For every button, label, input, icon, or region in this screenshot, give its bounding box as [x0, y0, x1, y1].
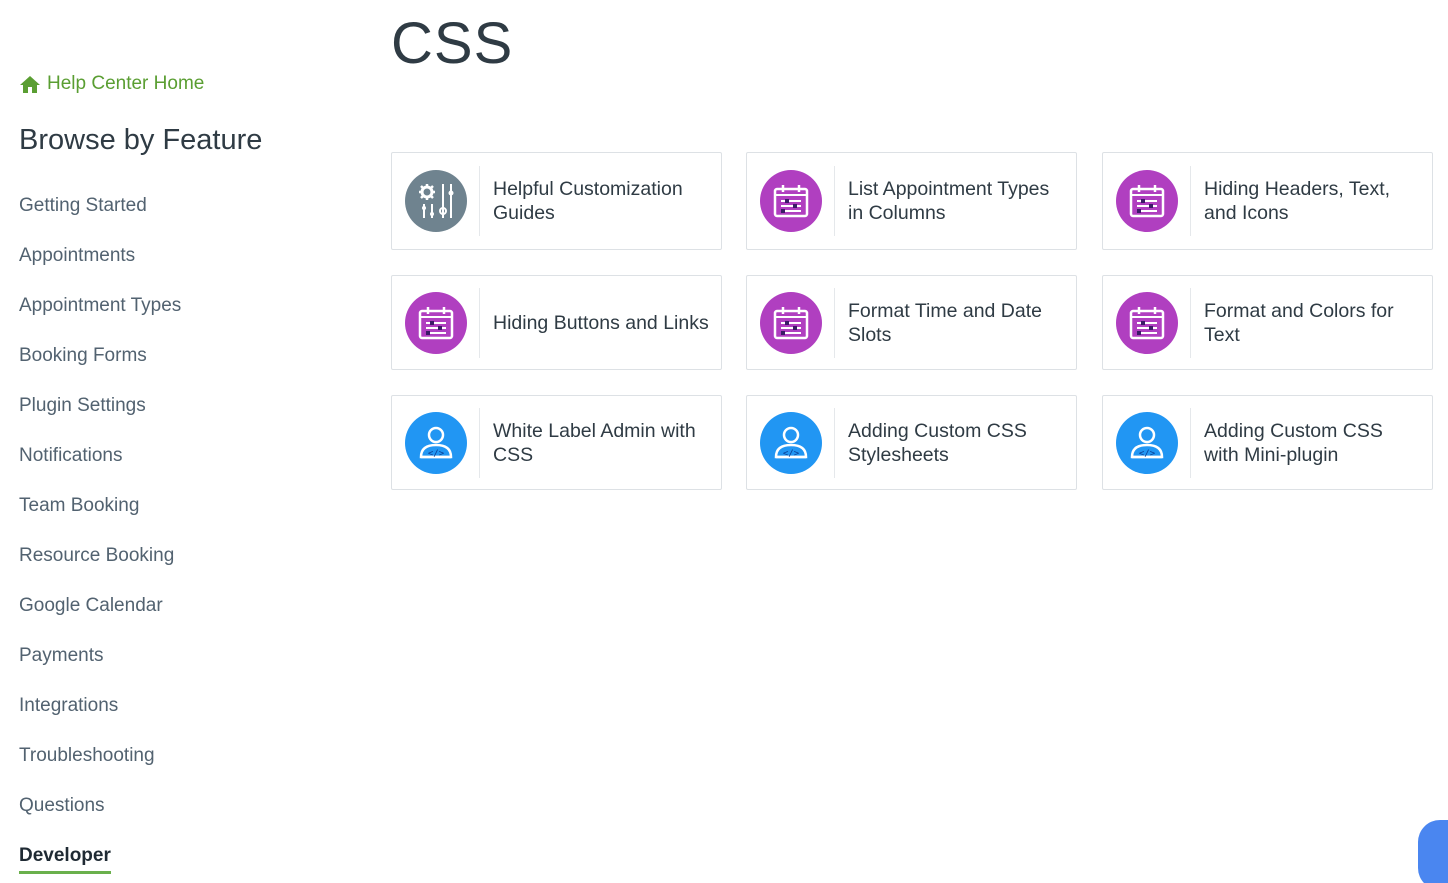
developer-icon: </>	[404, 411, 467, 474]
article-card[interactable]: </> Adding Custom CSS Stylesheets	[746, 395, 1077, 490]
settings-sliders-icon	[404, 170, 467, 232]
nav-item-label: Payments	[19, 645, 104, 666]
calendar-form-icon	[759, 170, 822, 232]
card-title: Hiding Headers, Text, and Icons	[1204, 178, 1391, 224]
card-title: Adding Custom CSS with Mini-plugin	[1204, 419, 1383, 466]
card-title: List Appointment Types in Columns	[848, 178, 1050, 224]
browse-by-feature-heading: Browse by Feature	[19, 124, 263, 156]
page-title: CSS	[391, 11, 514, 76]
calendar-form-icon	[404, 291, 467, 354]
article-card[interactable]: List Appointment Types in Columns	[746, 152, 1077, 250]
card-icon-wrap	[392, 166, 480, 236]
nav-item-integrations[interactable]: Integrations	[19, 689, 181, 739]
nav-item-plugin-settings[interactable]: Plugin Settings	[19, 389, 181, 439]
nav-item-label: Team Booking	[19, 495, 140, 516]
article-card[interactable]: </> White Label Admin with CSS	[391, 395, 722, 490]
nav-item-label: Integrations	[19, 695, 119, 716]
nav-item-developer[interactable]: Developer	[19, 839, 181, 883]
nav-item-label: Notifications	[19, 445, 123, 466]
article-card[interactable]: Hiding Headers, Text, and Icons	[1102, 152, 1433, 250]
card-title: Adding Custom CSS Stylesheets	[848, 419, 1027, 466]
card-icon-wrap	[747, 287, 835, 358]
nav-item-label: Questions	[19, 795, 105, 816]
feature-nav: Getting Started Appointments Appointment…	[19, 189, 181, 883]
svg-text:</>: </>	[427, 449, 444, 459]
calendar-form-icon	[1115, 291, 1178, 354]
nav-item-label: Getting Started	[19, 195, 147, 216]
card-icon-wrap	[1103, 287, 1191, 358]
chat-support-button[interactable]	[1418, 820, 1448, 883]
card-title: Format and Colors for Text	[1204, 299, 1394, 346]
calendar-form-icon	[759, 291, 822, 354]
card-icon-wrap	[392, 287, 480, 358]
nav-item-label: Appointment Types	[19, 295, 182, 316]
nav-item-google-calendar[interactable]: Google Calendar	[19, 589, 181, 639]
card-icon-wrap	[747, 166, 835, 236]
card-icon-wrap	[1103, 166, 1191, 236]
nav-item-troubleshooting[interactable]: Troubleshooting	[19, 739, 181, 789]
card-icon-wrap: </>	[392, 407, 480, 478]
card-title: Hiding Buttons and Links	[493, 311, 709, 334]
article-card[interactable]: </> Adding Custom CSS with Mini-plugin	[1102, 395, 1433, 490]
nav-item-booking-forms[interactable]: Booking Forms	[19, 339, 181, 389]
card-icon-wrap: </>	[747, 407, 835, 478]
article-card[interactable]: Hiding Buttons and Links	[391, 275, 722, 370]
card-title: White Label Admin with CSS	[493, 419, 696, 466]
developer-icon: </>	[1115, 411, 1178, 474]
article-card[interactable]: Helpful Customization Guides	[391, 152, 722, 250]
nav-item-label: Appointments	[19, 245, 136, 266]
calendar-form-icon	[1115, 170, 1178, 232]
nav-item-getting-started[interactable]: Getting Started	[19, 189, 181, 239]
nav-item-resource-booking[interactable]: Resource Booking	[19, 539, 181, 589]
developer-icon: </>	[759, 411, 822, 474]
article-card[interactable]: Format Time and Date Slots	[746, 275, 1077, 370]
nav-item-label: Google Calendar	[19, 595, 163, 616]
nav-item-appointment-types[interactable]: Appointment Types	[19, 289, 181, 339]
nav-item-label: Developer	[19, 841, 111, 874]
nav-item-notifications[interactable]: Notifications	[19, 439, 181, 489]
help-center-home-label: Help Center Home	[47, 73, 205, 94]
nav-item-appointments[interactable]: Appointments	[19, 239, 181, 289]
card-icon-wrap: </>	[1103, 407, 1191, 478]
nav-item-label: Resource Booking	[19, 545, 175, 566]
nav-item-label: Plugin Settings	[19, 395, 146, 416]
svg-text:</>: </>	[1138, 449, 1155, 459]
svg-text:</>: </>	[782, 449, 799, 459]
help-center-home-link[interactable]: Help Center Home	[19, 73, 204, 95]
nav-item-team-booking[interactable]: Team Booking	[19, 489, 181, 539]
home-icon	[19, 75, 41, 94]
article-card[interactable]: Format and Colors for Text	[1102, 275, 1433, 370]
nav-item-questions[interactable]: Questions	[19, 789, 181, 839]
card-title: Format Time and Date Slots	[848, 299, 1042, 346]
card-title: Helpful Customization Guides	[493, 178, 683, 224]
nav-item-payments[interactable]: Payments	[19, 639, 181, 689]
nav-item-label: Booking Forms	[19, 345, 147, 366]
nav-item-label: Troubleshooting	[19, 745, 155, 766]
